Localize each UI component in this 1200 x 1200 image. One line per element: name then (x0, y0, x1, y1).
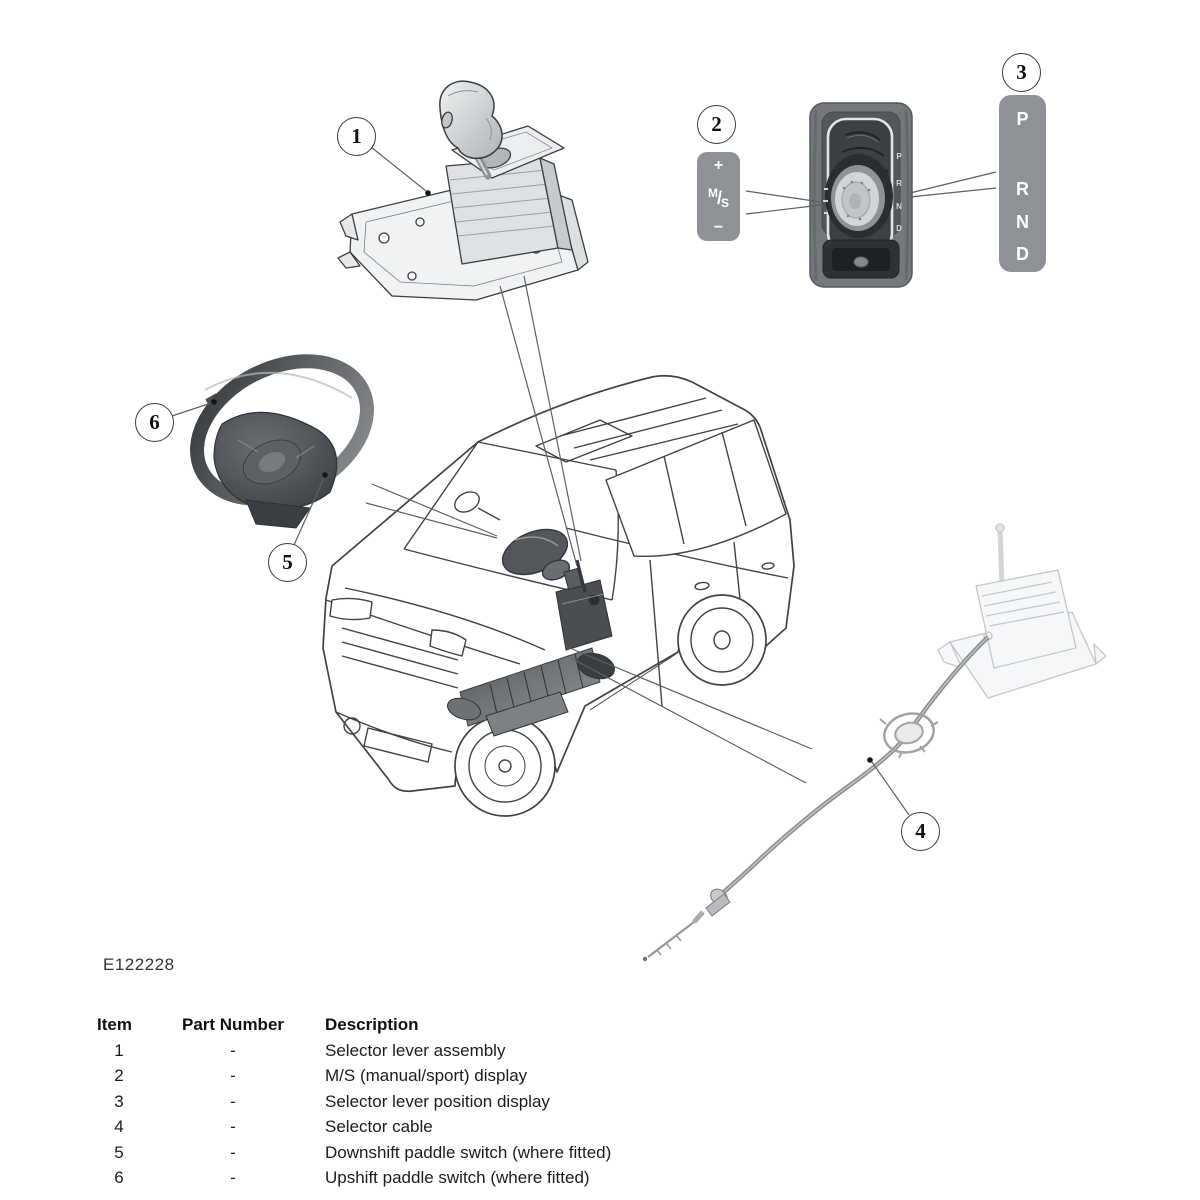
callout-1: 1 (337, 117, 376, 156)
table-row: 6 - Upshift paddle switch (where fitted) (95, 1165, 1135, 1191)
cell-description: M/S (manual/sport) display (325, 1066, 528, 1085)
callout-3: 3 (1002, 53, 1041, 92)
callout-5-number: 5 (282, 550, 293, 574)
cell-item: 4 (114, 1117, 124, 1136)
callout-5: 5 (268, 543, 307, 582)
leader-lines (171, 146, 997, 816)
cell-part-number: - (230, 1168, 236, 1187)
cell-item: 1 (114, 1040, 124, 1060)
cell-item: 3 (114, 1091, 124, 1111)
powertrain-illustration (446, 559, 616, 737)
selector-lever-assembly-illustration (337, 80, 589, 301)
callout-1-number: 1 (351, 124, 362, 148)
grommet-illustration (879, 712, 939, 759)
console-gate-letter-p: P (896, 152, 902, 161)
vehicle-illustration (322, 374, 795, 817)
cell-description: Upshift paddle switch (where fitted) (325, 1168, 590, 1187)
cell-description: Selector cable (325, 1117, 433, 1136)
cell-item: 2 (114, 1066, 124, 1085)
cell-description: Downshift paddle switch (where fitted) (325, 1142, 612, 1162)
prnd-display-badge: P R N D (999, 95, 1046, 272)
callout-3-number: 3 (1016, 60, 1027, 84)
prnd-letter-r: R (1016, 179, 1029, 199)
figure-code: E122228 (103, 955, 175, 974)
ms-label: M/S (708, 187, 729, 209)
console-gate-letter-r: R (896, 179, 902, 188)
ms-letter-m: M (707, 185, 718, 200)
table-row: 4 - Selector cable (95, 1114, 1135, 1140)
console-shifter-illustration: P R N D (809, 102, 913, 288)
cell-description: Selector lever assembly (325, 1040, 506, 1060)
callout-4: 4 (901, 812, 940, 851)
table-row: 5 - Downshift paddle switch (where fitte… (95, 1140, 1135, 1166)
console-gate-letter-n: N (896, 202, 902, 211)
cell-part-number: - (230, 1066, 236, 1085)
callout-2: 2 (697, 105, 736, 144)
callout-4-number: 4 (915, 819, 926, 843)
cell-part-number: - (230, 1040, 236, 1060)
ms-minus-symbol: − (713, 219, 724, 236)
table-row: 2 - M/S (manual/sport) display (95, 1063, 1135, 1089)
callout-2-number: 2 (711, 112, 722, 136)
ms-slash: / (716, 187, 722, 208)
prnd-letter-p: P (1016, 109, 1029, 129)
prnd-letter-n: N (1016, 212, 1029, 232)
header-part-number: Part Number (181, 1015, 285, 1034)
callout-6-number: 6 (149, 410, 160, 434)
cell-part-number: - (230, 1142, 236, 1162)
header-item: Item (97, 1015, 132, 1034)
ms-letter-s: S (721, 195, 730, 210)
ms-plus-symbol: + (713, 157, 724, 174)
prnd-letter-d: D (1016, 244, 1029, 264)
selector-cable-illustration (642, 635, 990, 962)
cell-item: 5 (114, 1142, 124, 1162)
cell-description: Selector lever position display (325, 1091, 550, 1111)
cell-part-number: - (230, 1117, 236, 1136)
ms-display-badge: + M/S − (697, 152, 740, 241)
console-gate-letter-d: D (896, 224, 902, 233)
steering-wheel-illustration (190, 354, 374, 529)
cell-item: 6 (114, 1168, 124, 1187)
callout-6: 6 (135, 403, 174, 442)
parts-table: Item Part Number Description 1 - Selecto… (95, 1012, 1135, 1191)
cell-part-number: - (230, 1091, 236, 1111)
header-description: Description (325, 1015, 419, 1034)
table-row: 1 - Selector lever assembly (95, 1038, 1135, 1064)
ghost-selector-assembly-illustration (937, 523, 1107, 699)
table-row: 3 - Selector lever position display (95, 1089, 1135, 1115)
parts-table-header: Item Part Number Description (95, 1012, 1135, 1038)
